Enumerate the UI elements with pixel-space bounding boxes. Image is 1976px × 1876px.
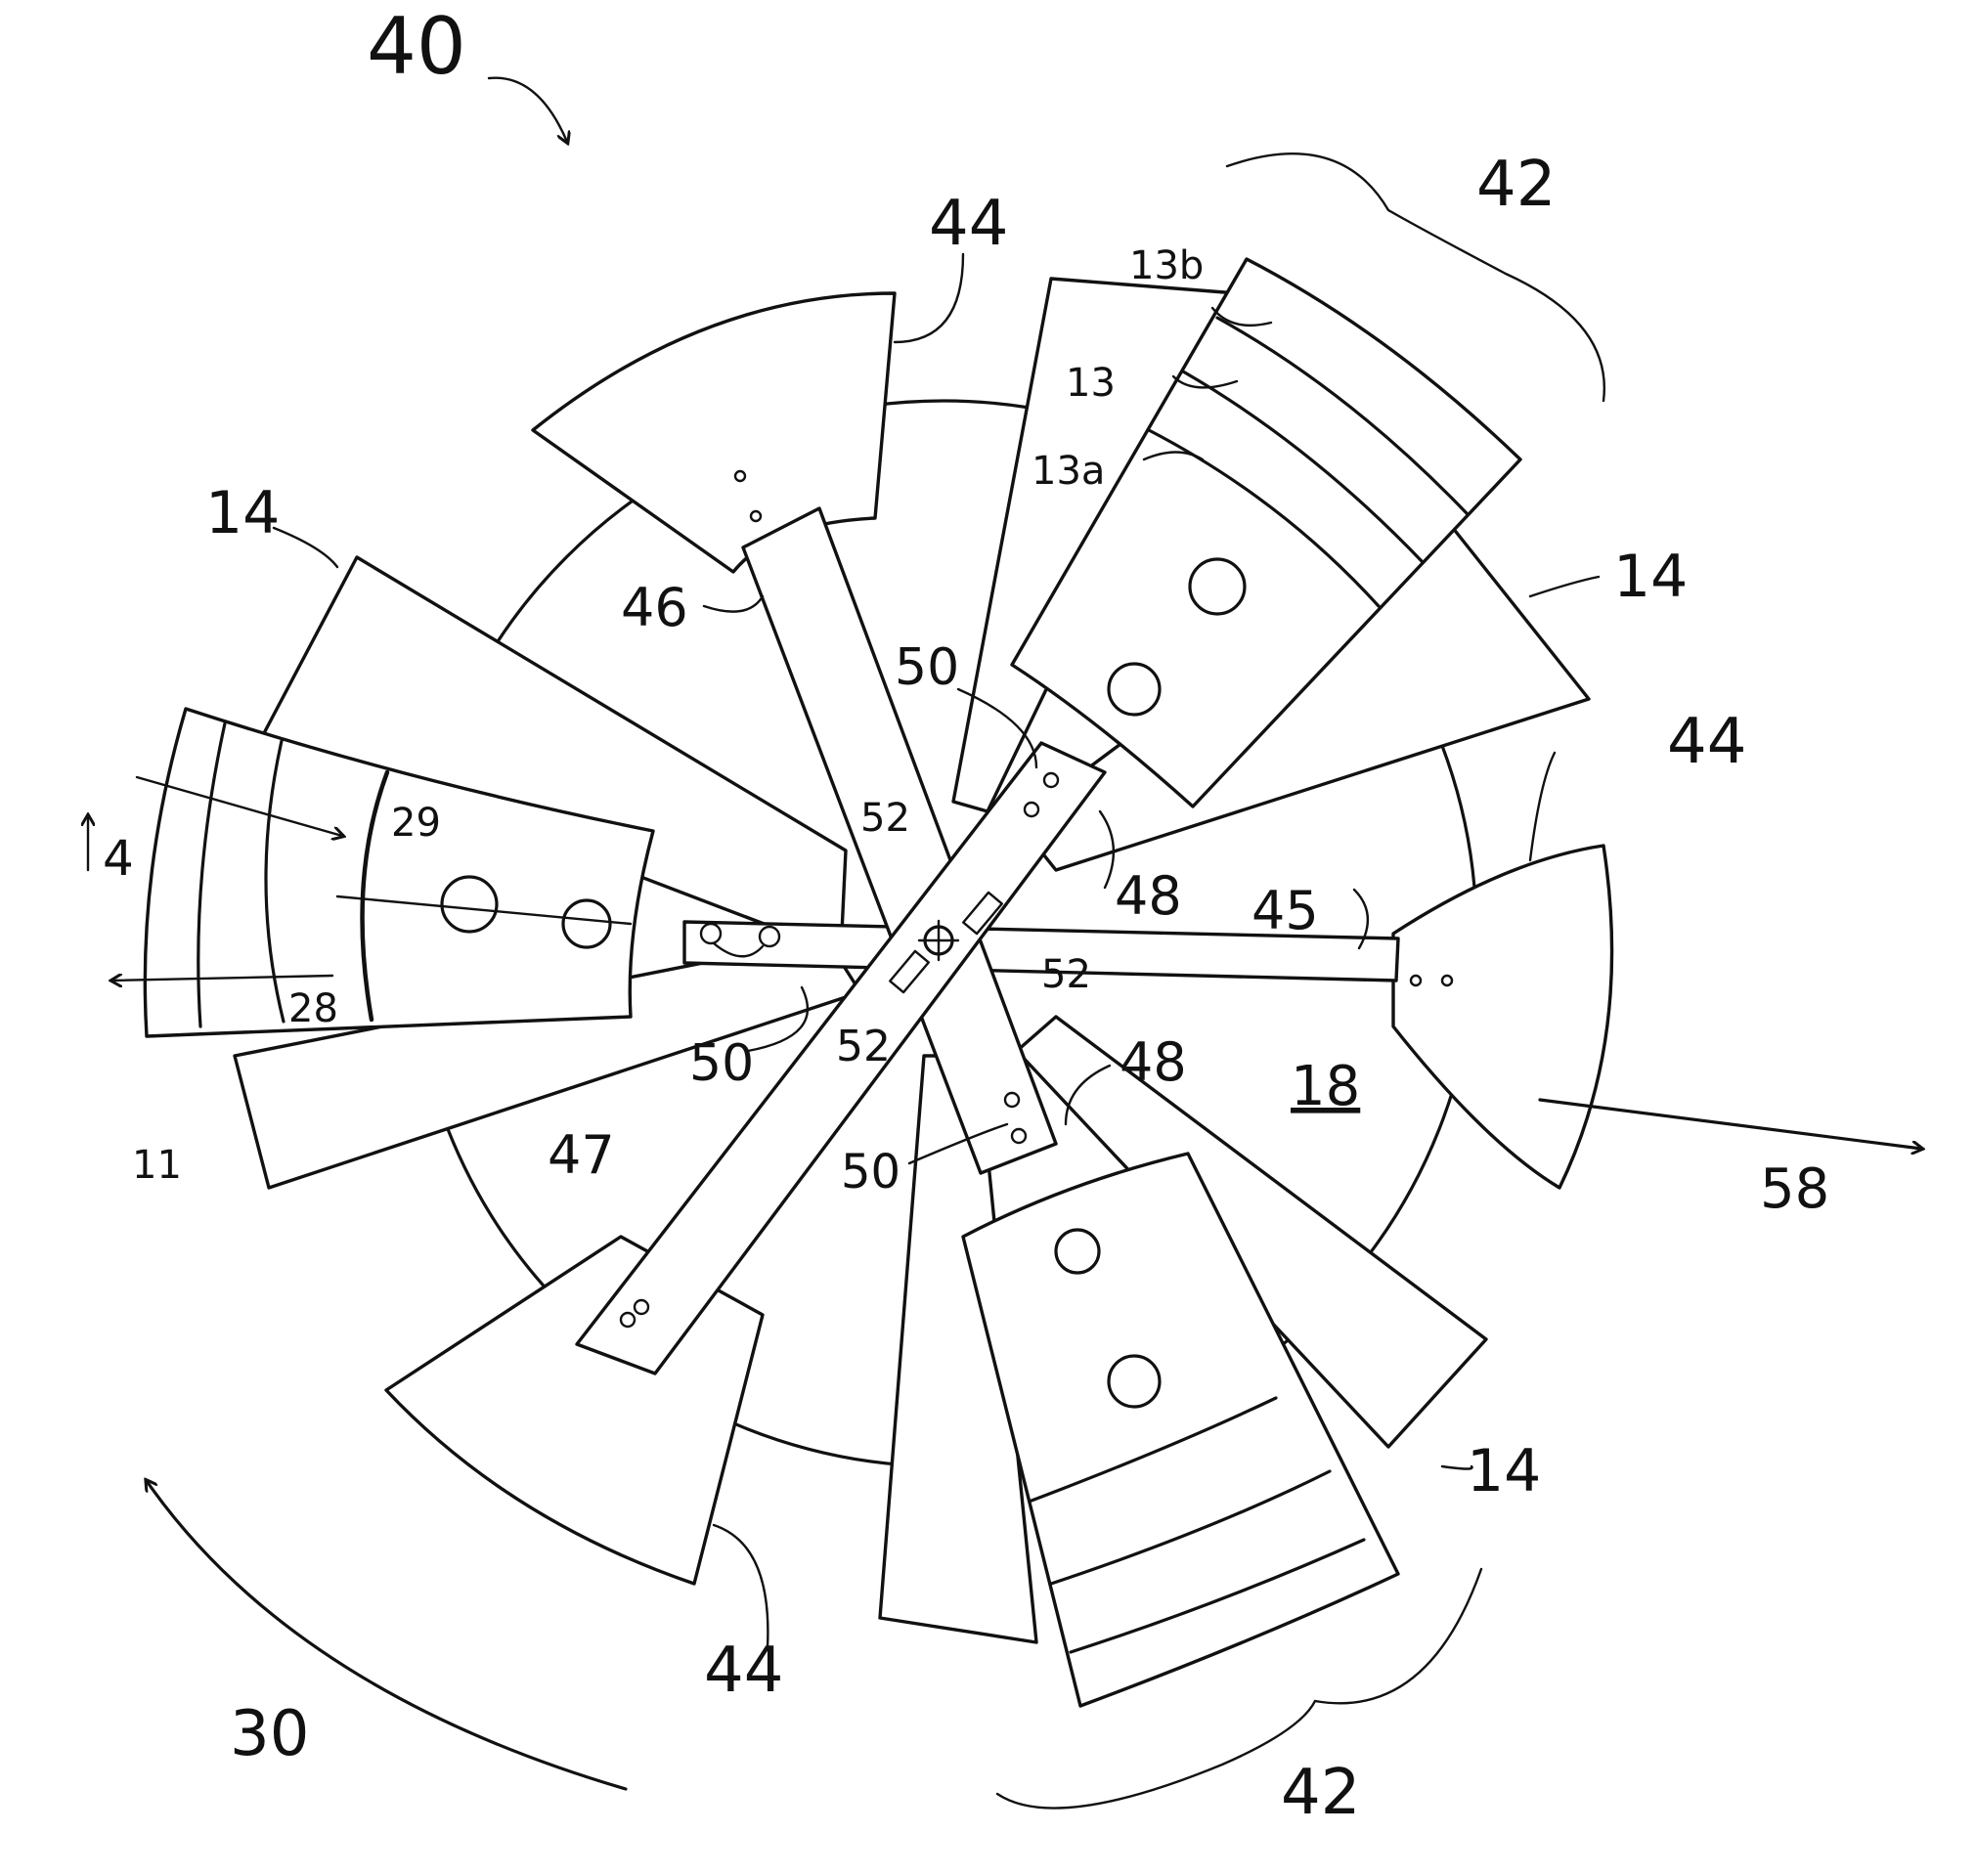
label-4: 4: [103, 830, 134, 887]
label-28: 28: [288, 986, 338, 1031]
label-14-left: 14: [205, 479, 280, 547]
label-44-top: 44: [929, 188, 1008, 260]
label-29: 29: [391, 801, 441, 846]
label-11: 11: [132, 1143, 182, 1188]
label-50-left: 50: [689, 1034, 754, 1093]
label-52-mid: 52: [836, 1022, 891, 1071]
label-45: 45: [1251, 880, 1319, 941]
label-47: 47: [548, 1124, 615, 1186]
label-48-upper: 48: [1115, 865, 1182, 927]
leader-14-left: [274, 528, 337, 567]
label-42-top: 42: [1476, 149, 1556, 221]
leader-44-right: [1530, 753, 1555, 860]
label-50-top: 50: [895, 638, 959, 697]
label-18: 18: [1291, 1055, 1360, 1118]
label-13a: 13a: [1032, 449, 1105, 494]
label-40: 40: [367, 1, 466, 92]
label-13b: 13b: [1129, 243, 1204, 288]
label-52-top: 52: [860, 796, 910, 841]
label-44-right: 44: [1667, 706, 1746, 778]
label-14-right: 14: [1613, 543, 1688, 611]
label-42-bottom: 42: [1281, 1757, 1360, 1829]
label-30: 30: [230, 1698, 309, 1770]
leader-44-top: [895, 254, 963, 342]
label-58: 58: [1760, 1157, 1829, 1221]
label-52-right: 52: [1041, 952, 1091, 997]
label-13: 13: [1066, 361, 1116, 406]
rotation-arrow: [147, 1481, 626, 1789]
label-46: 46: [621, 577, 688, 638]
label-48-lower: 48: [1120, 1031, 1187, 1093]
label-14-lower: 14: [1467, 1437, 1541, 1505]
label-50-bottom: 50: [841, 1145, 900, 1200]
leader-40: [489, 78, 567, 142]
output-arrow: [1540, 1100, 1921, 1149]
leader-14-right: [1530, 577, 1599, 596]
label-44-bottom: 44: [704, 1635, 783, 1707]
leader-44-bottom: [714, 1525, 768, 1647]
